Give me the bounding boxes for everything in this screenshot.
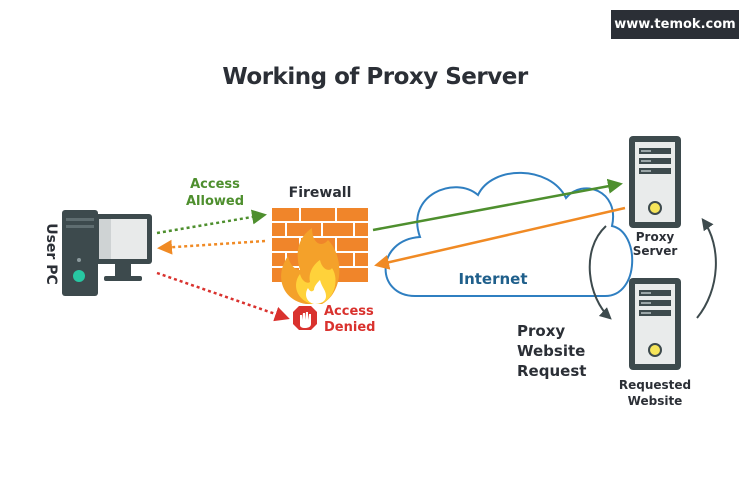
firewall-icon	[272, 208, 368, 304]
user-pc-label: User PC	[43, 223, 59, 285]
access-allowed-label-line1: Access	[190, 177, 240, 192]
proxy-request-label-line1: Proxy	[517, 322, 566, 340]
proxy-server-label-line2: Server	[632, 244, 678, 258]
brand-text[interactable]: www.temok.com	[614, 17, 736, 32]
firewall-label: Firewall	[288, 185, 352, 201]
proxy-request-arrow	[372, 178, 623, 232]
access-allowed-label-line2: Allowed	[185, 194, 245, 209]
internet-label: Internet	[458, 270, 528, 288]
proxy-request-label-line3: Request	[517, 362, 587, 380]
proxy-server-icon	[629, 136, 681, 228]
requested-website-server-icon	[629, 278, 681, 370]
website-to-proxy-curve-arrow	[696, 218, 717, 319]
proxy-request-label-line2: Website	[517, 342, 586, 360]
access-denied-label-line2: Denied	[324, 320, 376, 335]
proxy-server-label-line1: Proxy	[635, 230, 675, 244]
diagram-title: Working of Proxy Server	[222, 64, 528, 90]
requested-website-label-line2: Website	[627, 394, 683, 408]
access-denied-arrow	[156, 271, 290, 322]
stop-hand-icon	[293, 306, 317, 330]
brand-box[interactable]: www.temok.com	[611, 10, 739, 39]
user-pc-icon	[62, 210, 152, 296]
proxy-to-website-curve-arrow	[588, 225, 612, 320]
access-allowed-arrow	[156, 209, 267, 235]
proxy-response-arrow	[374, 206, 626, 270]
access-denied-label-line1: Access	[324, 304, 374, 319]
firewall-response-arrow	[157, 239, 266, 255]
requested-website-label-line1: Requested	[618, 378, 692, 392]
